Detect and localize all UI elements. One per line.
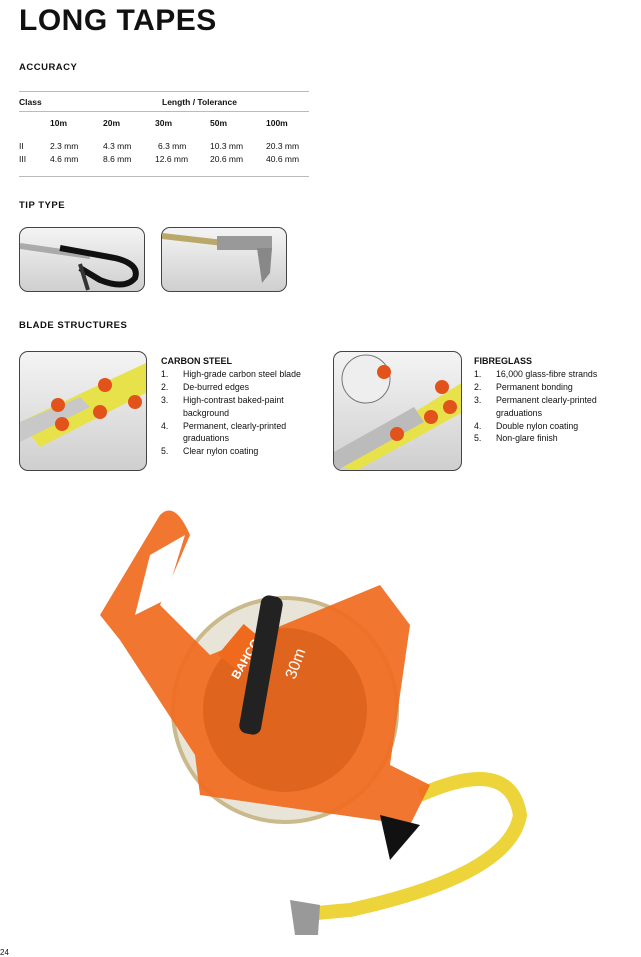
- divider: [19, 111, 309, 112]
- list-item: Permanent clearly-printed graduations: [496, 394, 597, 418]
- cell: 20.6 mm: [210, 154, 244, 164]
- cell: 4.6 mm: [50, 154, 79, 164]
- cell: 12.6 mm: [155, 154, 189, 164]
- carbon-steel-image: [19, 351, 147, 471]
- tip-type-heading: TIP TYPE: [19, 200, 66, 211]
- page-number: 24: [0, 948, 9, 957]
- hook-tip-image: [19, 227, 145, 292]
- carbon-steel-list: CARBON STEEL 1.High-grade carbon steel b…: [161, 355, 311, 458]
- divider: [19, 176, 309, 177]
- list-item: Permanent, clearly-printed graduations: [183, 420, 287, 444]
- list-item: Non-glare finish: [496, 433, 558, 444]
- class-cell: II: [19, 141, 24, 151]
- col-header: 50m: [210, 118, 228, 128]
- carbon-steel-title: CARBON STEEL: [161, 356, 233, 366]
- cell: 40.6 mm: [266, 154, 300, 164]
- fibreglass-list: FIBREGLASS 1.16,000 glass-fibre strands …: [474, 355, 634, 445]
- page-title: LONG TAPES: [19, 4, 217, 37]
- cell: 10.3 mm: [210, 141, 244, 151]
- cell: 20.3 mm: [266, 141, 300, 151]
- list-item: De-burred edges: [183, 381, 250, 392]
- blade-structures-heading: BLADE STRUCTURES: [19, 320, 128, 331]
- col-header: 20m: [103, 118, 121, 128]
- cell: 4.3 mm: [103, 141, 132, 151]
- accuracy-heading: ACCURACY: [19, 62, 78, 73]
- cell: 8.6 mm: [103, 154, 132, 164]
- col-header: 100m: [266, 118, 288, 128]
- fibreglass-title: FIBREGLASS: [474, 356, 533, 366]
- list-item: High-grade carbon steel blade: [183, 368, 301, 379]
- list-item: 16,000 glass-fibre strands: [496, 368, 598, 379]
- class-header: Class: [19, 97, 42, 107]
- length-header: Length / Tolerance: [162, 97, 237, 107]
- class-cell: III: [19, 154, 27, 164]
- list-item: High-contrast baked-paint background: [183, 394, 284, 418]
- col-header: 30m: [155, 118, 173, 128]
- divider: [19, 91, 309, 92]
- col-header: 10m: [50, 118, 68, 128]
- list-item: Clear nylon coating: [183, 446, 259, 457]
- fibreglass-image: [333, 351, 462, 471]
- list-item: Double nylon coating: [496, 420, 579, 431]
- cell: 2.3 mm: [50, 141, 79, 151]
- tape-measure-product-image: BAHCO 30m: [100, 510, 528, 935]
- cell: 6.3 mm: [158, 141, 187, 151]
- flat-tip-image: [161, 227, 287, 292]
- list-item: Permanent bonding: [496, 381, 573, 392]
